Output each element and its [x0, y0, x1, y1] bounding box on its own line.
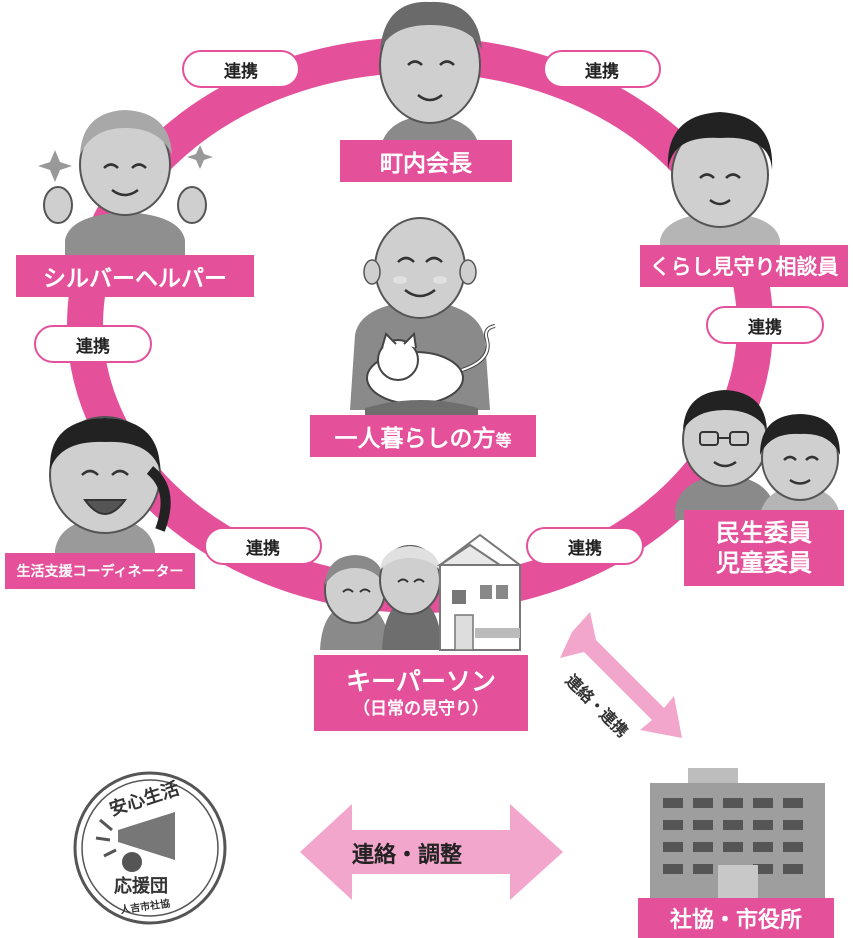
center-label-main: 一人暮らしの方	[334, 426, 496, 452]
kurashi-label: くらし見守り相談員	[640, 245, 848, 287]
badge-middle-text: 応援団	[114, 876, 168, 897]
renkei-pill-right: 連携	[706, 306, 824, 344]
silver-helper-illustration	[38, 110, 213, 262]
horizontal-double-arrow	[300, 804, 563, 900]
renkei-pill-top-left: 連携	[182, 50, 300, 88]
shakyo-shiyakusho-label: 社協・市役所	[638, 898, 834, 938]
silver-helper-label: シルバーヘルパー	[16, 255, 254, 297]
center-person-label: 一人暮らしの方 等	[310, 415, 536, 457]
chonaikaicho-label: 町内会長	[340, 140, 512, 182]
welfare-commissioner-couple-illustration	[675, 390, 840, 522]
keyperson-line1: キーパーソン	[346, 666, 496, 696]
anshin-seikatsu-ouendan-badge	[73, 771, 227, 925]
life-watch-consultant-illustration	[660, 112, 780, 255]
center-label-suffix: 等	[495, 431, 512, 450]
renraku-chousei-arrow-label: 連絡・調整	[352, 843, 463, 868]
key-person-couple-and-house-illustration	[320, 533, 521, 651]
renkei-pill-left: 連携	[34, 325, 152, 363]
minsei-line1: 民生委員	[716, 519, 812, 547]
elderly-person-with-cat-illustration	[350, 217, 496, 418]
minsei-line2: 児童委員	[716, 549, 812, 577]
renkei-pill-bottom-left: 連携	[204, 527, 322, 565]
renkei-pill-bottom-right: 連携	[526, 527, 644, 565]
diagonal-double-arrow	[560, 612, 682, 738]
seikatsu-coordinator-label: 生活支援コーディネーター	[5, 553, 195, 589]
life-support-coordinator-illustration	[49, 416, 171, 560]
minsei-label: 民生委員 児童委員	[684, 510, 844, 586]
keyperson-label: キーパーソン （日常の見守り）	[314, 655, 528, 731]
keyperson-line2: （日常の見守り）	[353, 699, 489, 720]
city-hall-building-illustration	[650, 768, 825, 913]
renkei-pill-top-right: 連携	[543, 50, 661, 88]
